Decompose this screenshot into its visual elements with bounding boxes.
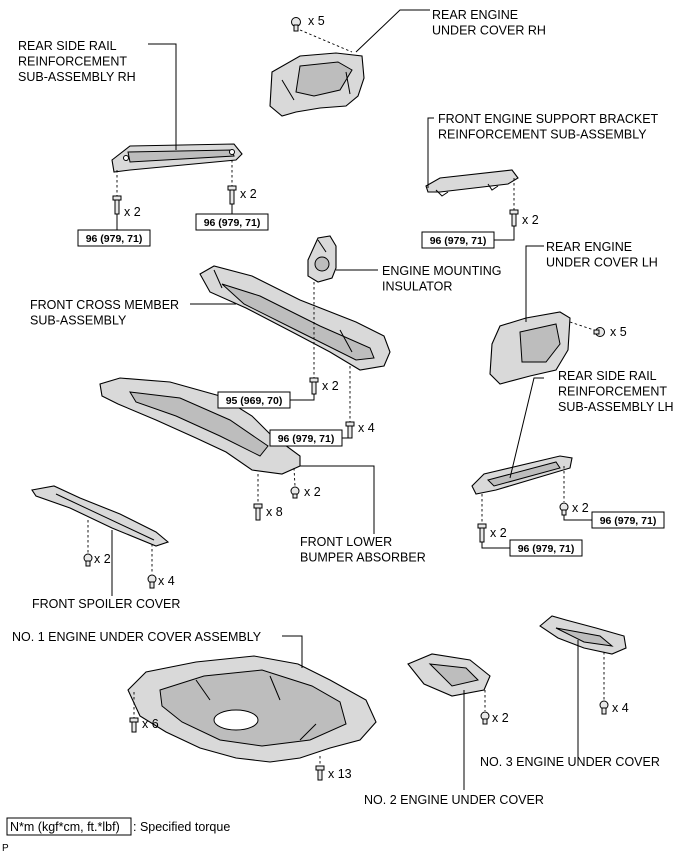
page-mark: P: [2, 843, 9, 854]
svg-text:96 (979, 71): 96 (979, 71): [204, 217, 261, 229]
leader-line: [290, 394, 315, 401]
svg-text:96 (979, 71): 96 (979, 71): [430, 235, 487, 247]
leader-line: [282, 635, 303, 668]
quantity-label: x 13: [328, 767, 352, 781]
leader-line: [427, 117, 434, 188]
quantity-label: x 2: [240, 187, 257, 201]
svg-text:: Specified torque: : Specified torque: [133, 820, 230, 834]
engine-mounting-insulator-part: [307, 235, 337, 283]
quantity-label: x 8: [266, 505, 283, 519]
leader-line: [563, 515, 592, 521]
no2-engine-under-cover-part: [407, 653, 491, 697]
bolt-icon: [147, 574, 157, 589]
quantity-label: x 2: [94, 552, 111, 566]
leader-line: [300, 465, 375, 534]
rear-side-rail-rh-part: [111, 143, 243, 173]
rear-side-rail-lh-part: [471, 455, 573, 495]
quantity-label: x 2: [490, 526, 507, 540]
front-spoiler-cover-part: [31, 485, 170, 547]
torque-box: 95 (969, 70): [217, 391, 291, 409]
torque-box: 96 (979, 71): [77, 229, 151, 247]
svg-text:96 (979, 71): 96 (979, 71): [86, 233, 143, 245]
front-lower-bumper-absorber-part: [99, 377, 301, 475]
torque-box: 96 (979, 71): [421, 231, 495, 249]
bolt-icon: [253, 503, 263, 521]
bolt-icon: [315, 765, 325, 781]
alignment-line: [293, 467, 296, 487]
bolt-icon: [345, 421, 355, 439]
no1-engine-under-cover-part: [127, 655, 377, 763]
bolt-icon: [227, 185, 237, 205]
torque-legend: N*m (kgf*cm, ft.*lbf) : Specified torque: [6, 817, 230, 836]
leader-line: [525, 245, 544, 322]
quantity-label: x 4: [358, 421, 375, 435]
bolt-icon: [559, 502, 569, 516]
torque-box: 96 (979, 71): [591, 511, 665, 529]
label-no3-engine-under-cover: NO. 3 ENGINE UNDER COVER: [480, 755, 660, 769]
bolt-icon: [309, 377, 319, 395]
bolt-icon: [290, 486, 300, 499]
svg-text:96 (979, 71): 96 (979, 71): [278, 433, 335, 445]
svg-text:N*m (kgf*cm, ft.*lbf): N*m (kgf*cm, ft.*lbf): [10, 820, 120, 834]
leader-line: [509, 377, 544, 479]
quantity-label: x 2: [322, 379, 339, 393]
quantity-label: x 4: [158, 574, 175, 588]
quantity-label: x 2: [304, 485, 321, 499]
front-cross-member-part: [199, 265, 391, 371]
svg-text:96 (979, 71): 96 (979, 71): [518, 543, 575, 555]
bolt-icon: [599, 700, 609, 715]
rear-engine-under-cover-lh-part: [489, 311, 571, 385]
torque-box: 96 (979, 71): [269, 429, 343, 447]
front-engine-support-bracket-part: [425, 169, 519, 197]
rear-engine-under-cover-rh-part: [269, 52, 365, 117]
bolt-icon: [83, 553, 93, 567]
alignment-line: [299, 29, 353, 53]
bolt-icon: [112, 195, 122, 215]
label-no2-engine-under-cover: NO. 2 ENGINE UNDER COVER: [364, 793, 544, 807]
quantity-label: x 6: [142, 717, 159, 731]
torque-box: 96 (979, 71): [509, 539, 583, 557]
torque-box: 96 (979, 71): [195, 213, 269, 231]
quantity-label: x 2: [572, 501, 589, 515]
label-front-spoiler-cover: FRONT SPOILER COVER: [32, 597, 180, 611]
quantity-label: x 2: [124, 205, 141, 219]
quantity-label: x 5: [610, 325, 627, 339]
bolt-icon: [129, 717, 139, 733]
quantity-label: x 2: [492, 711, 509, 725]
leader-line: [148, 43, 177, 150]
bolt-icon: [477, 523, 487, 543]
leader-line: [481, 542, 510, 549]
quantity-label: x 5: [308, 14, 325, 28]
quantity-label: x 2: [522, 213, 539, 227]
no3-engine-under-cover-part: [539, 615, 627, 655]
bolt-icon: [480, 711, 490, 725]
svg-text:96 (979, 71): 96 (979, 71): [600, 515, 657, 527]
quantity-label: x 4: [612, 701, 629, 715]
svg-text:95 (969, 70): 95 (969, 70): [226, 395, 283, 407]
bolt-icon: [509, 209, 519, 227]
label-no1-engine-under-cover: NO. 1 ENGINE UNDER COVER ASSEMBLY: [12, 630, 262, 644]
bolt-icon: [593, 327, 605, 337]
leader-line: [494, 226, 515, 241]
alignment-line: [569, 321, 595, 331]
bolt-icon: [291, 17, 301, 32]
leader-line: [355, 9, 430, 53]
